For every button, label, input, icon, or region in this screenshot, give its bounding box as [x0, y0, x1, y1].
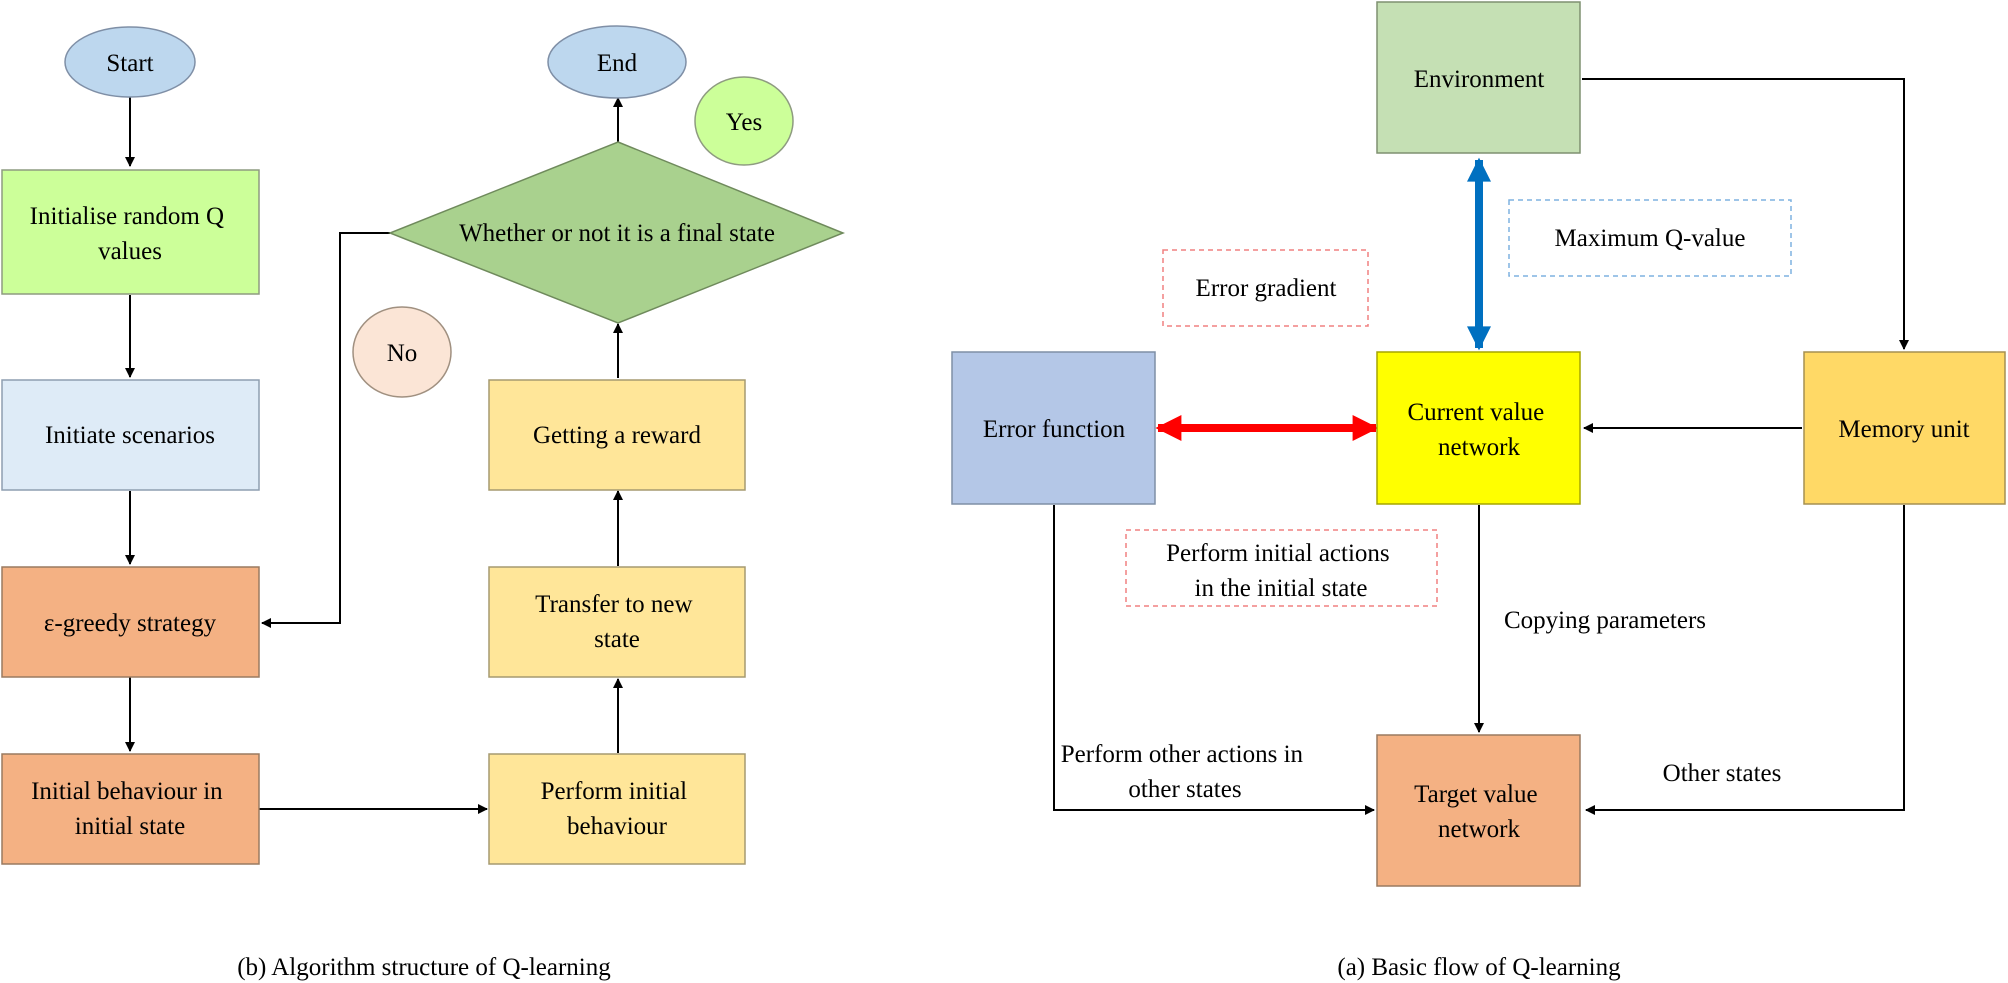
error-function-box: [951, 351, 1156, 505]
initial-behaviour-box: [1, 753, 260, 865]
initiate-scenarios-label: Initiate scenarios: [45, 422, 215, 449]
environment-label: Environment: [1414, 66, 1545, 93]
right-caption: (a) Basic flow of Q-learning: [1337, 954, 1621, 981]
left-flowchart: Start Initialise random Q values Initiat…: [1, 25, 846, 981]
target-network-box: [1376, 734, 1581, 887]
max-q-dashed-box: [1508, 199, 1792, 277]
transfer-box: [488, 566, 746, 678]
memory-unit-box: [1803, 351, 2006, 505]
perform-other-actions-label: Perform other actions in other states: [1061, 741, 1310, 803]
current-network-box: [1376, 351, 1581, 505]
right-diagram: Environment Maximum Q-value Error gradie…: [951, 1, 2006, 981]
perform-initial-actions-dashed-box: [1125, 529, 1438, 607]
error-gradient-dashed-box: [1162, 249, 1369, 327]
perform-initial-box: [488, 753, 746, 865]
reward-box: [488, 379, 746, 491]
target-network-label: Target value network: [1414, 781, 1544, 843]
arrow-environment-to-memory: [1582, 78, 1909, 350]
current-network-label: Current value network: [1407, 399, 1550, 461]
egreedy-label: ε-greedy strategy: [44, 610, 217, 637]
arrow-memory-to-target: [1585, 505, 1905, 815]
start-label: Start: [106, 50, 153, 77]
other-states-label: Other states: [1663, 760, 1782, 787]
arrow-decision-no-loop: [261, 232, 390, 628]
transfer-label: Transfer to new state: [535, 591, 699, 653]
no-circle: [352, 306, 452, 398]
max-q-label: Maximum Q-value: [1555, 225, 1746, 252]
end-label: End: [597, 50, 638, 77]
decision-diamond: [387, 141, 846, 324]
error-gradient-label: Error gradient: [1196, 275, 1337, 302]
memory-unit-label: Memory unit: [1838, 416, 1969, 443]
arrow-errorfn-to-target: [1053, 505, 1375, 815]
yes-circle: [694, 76, 794, 166]
yes-label: Yes: [726, 109, 762, 136]
error-function-label: Error function: [983, 416, 1126, 443]
init-q-box: [1, 169, 260, 295]
initial-behaviour-label: Initial behaviour in initial state: [31, 778, 229, 840]
copying-parameters-label: Copying parameters: [1504, 607, 1706, 634]
left-caption: (b) Algorithm structure of Q-learning: [237, 954, 611, 981]
perform-initial-label: Perform initial behaviour: [541, 778, 694, 840]
reward-label: Getting a reward: [533, 422, 701, 449]
left-connectors: [125, 95, 623, 814]
end-terminal: [547, 25, 687, 99]
environment-box: [1376, 1, 1581, 154]
start-terminal: [64, 26, 196, 98]
no-label: No: [387, 340, 418, 367]
decision-label: Whether or not it is a final state: [459, 220, 775, 247]
egreedy-box: [1, 566, 260, 678]
perform-initial-actions-label: Perform initial actions in the initial s…: [1166, 540, 1396, 602]
initiate-scenarios-box: [1, 379, 260, 491]
right-connectors: [1053, 78, 1909, 815]
init-q-label: Initialise random Q values: [30, 203, 231, 265]
